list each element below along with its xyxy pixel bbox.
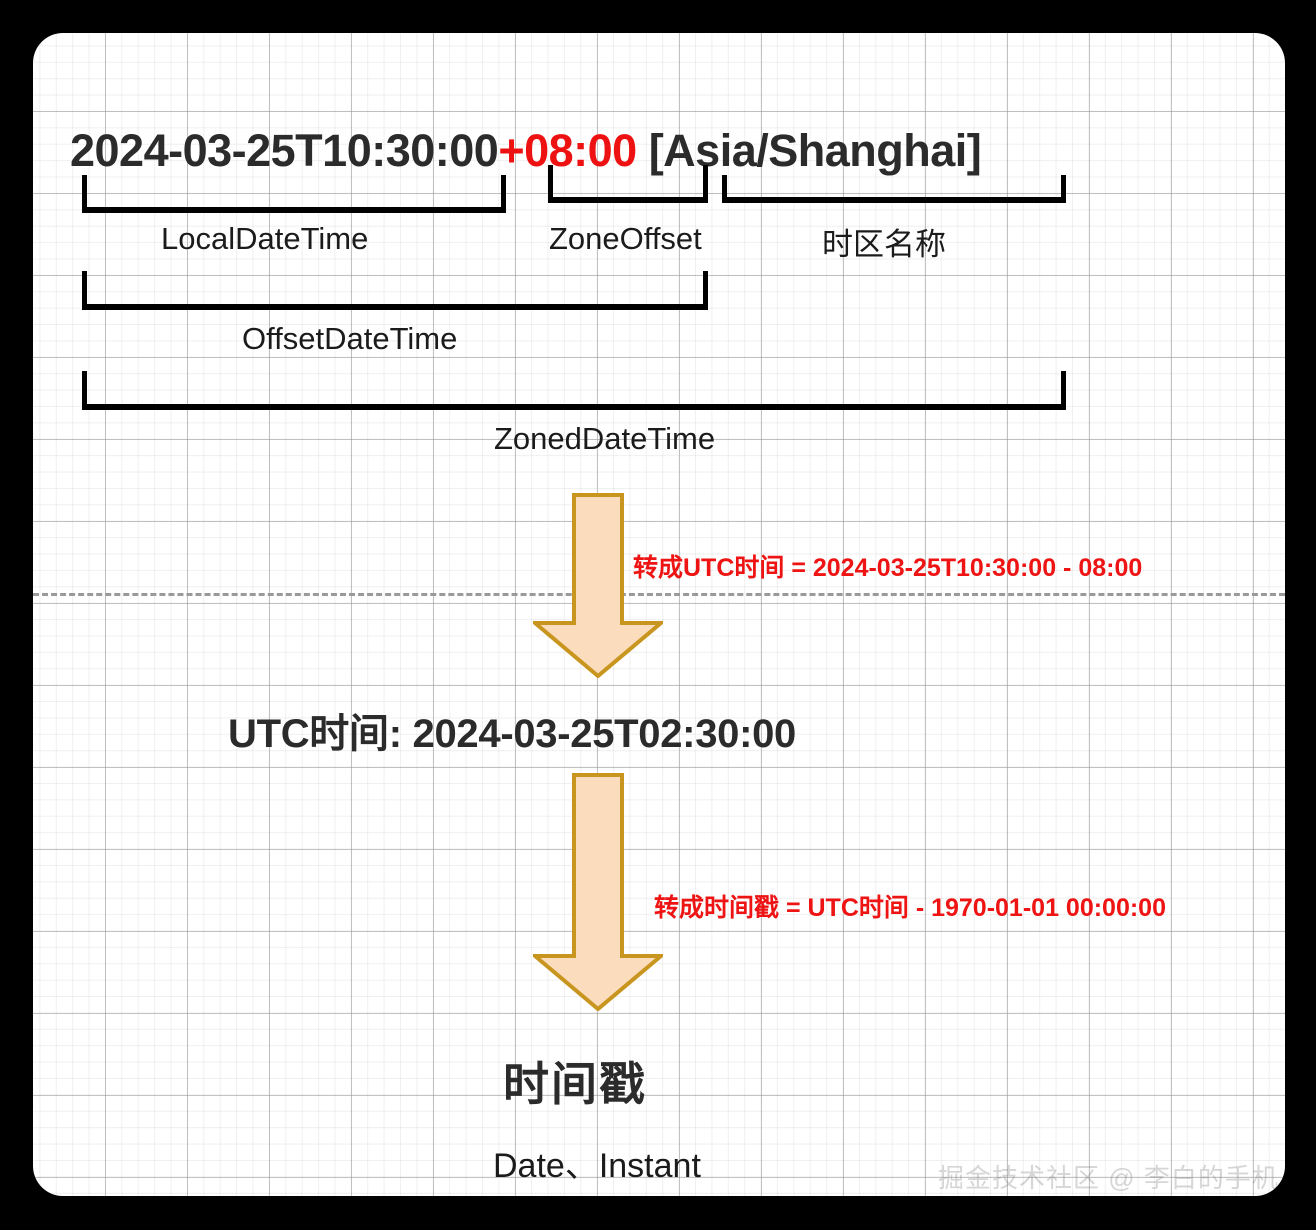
bracket-zone-offset <box>548 165 708 203</box>
bracket-zoned-datetime <box>82 371 1066 410</box>
watermark: 掘金技术社区 @ 李白的手机 <box>938 1163 1279 1193</box>
diagram-card: 2024-03-25T10:30:00+08:00 [Asia/Shanghai… <box>33 33 1285 1196</box>
title-zone-offset: +08:00 <box>498 125 637 176</box>
timestamp-title: 时间戳 <box>503 1058 647 1110</box>
annotation-utc-conversion: 转成UTC时间 = 2024-03-25T10:30:00 - 08:00 <box>633 554 1143 582</box>
caption-offset-datetime: OffsetDateTime <box>242 321 458 356</box>
bracket-offset-datetime <box>82 271 708 310</box>
arrow-to-utc <box>529 493 667 683</box>
utc-result-text: UTC时间: 2024-03-25T02:30:00 <box>228 712 797 756</box>
title-local-datetime: 2024-03-25T10:30:00 <box>70 125 499 176</box>
arrow-to-timestamp <box>529 773 667 1016</box>
bracket-local-datetime <box>82 175 506 213</box>
caption-zoned-datetime: ZonedDateTime <box>494 421 716 456</box>
caption-zone-name: 时区名称 <box>822 227 946 262</box>
section-divider-dashed <box>33 593 1285 596</box>
bracket-zone-name <box>722 175 1066 203</box>
timestamp-subtitle: Date、Instant <box>493 1147 701 1185</box>
caption-local-datetime: LocalDateTime <box>161 221 369 256</box>
page-title: 2024-03-25T10:30:00+08:00 [Asia/Shanghai… <box>70 125 982 177</box>
caption-zone-offset: ZoneOffset <box>549 221 702 256</box>
annotation-timestamp-conversion: 转成时间戳 = UTC时间 - 1970-01-01 00:00:00 <box>654 894 1166 922</box>
